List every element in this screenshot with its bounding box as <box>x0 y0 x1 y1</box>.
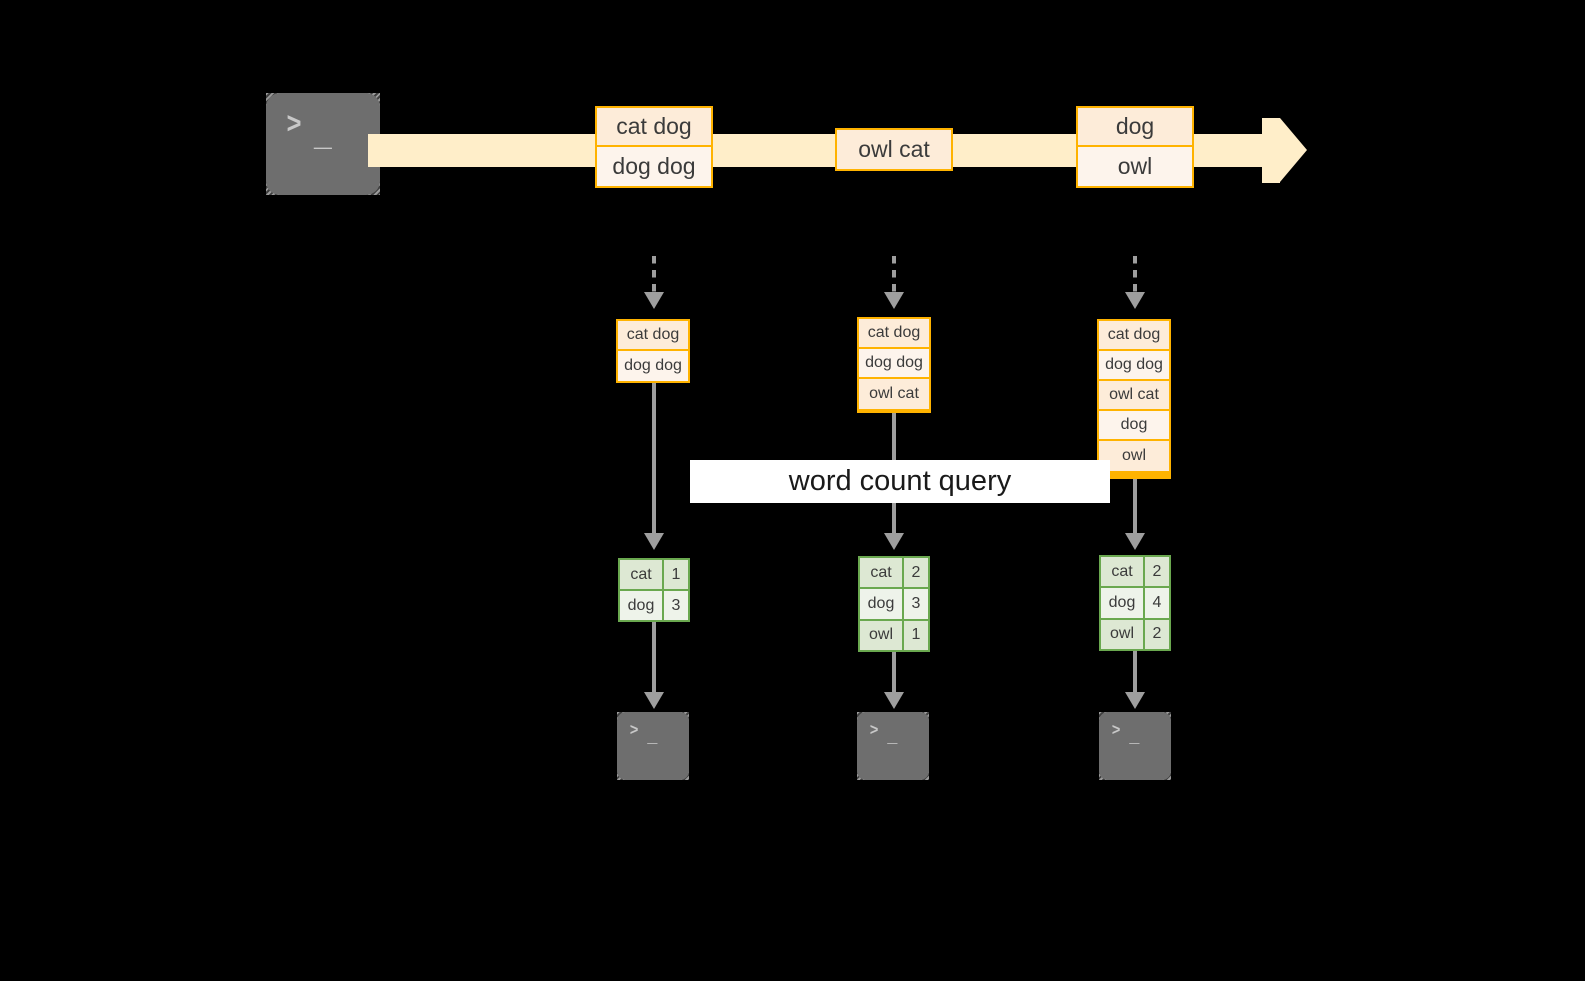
sink-terminal-icon-2: > _ <box>857 712 929 780</box>
stream-arrowhead <box>1280 118 1307 182</box>
accumulated-record: owl cat <box>859 379 929 409</box>
ingest-arrowhead-2 <box>884 292 904 309</box>
sink-arrowhead-2 <box>884 692 904 709</box>
query-connector-3 <box>1133 479 1137 535</box>
accumulated-record: owl <box>1099 441 1169 471</box>
terminal-prompt-glyph: > <box>286 109 303 144</box>
accumulated-record: cat dog <box>618 321 688 351</box>
count-word: dog <box>860 589 904 619</box>
accumulated-record: cat dog <box>1099 321 1169 351</box>
count-word: dog <box>1101 588 1145 618</box>
count-word: cat <box>620 560 664 589</box>
stream-record: dog <box>1078 108 1192 147</box>
query-label: word count query <box>690 460 1110 503</box>
count-value: 1 <box>904 620 928 650</box>
accumulated-record: dog dog <box>859 349 929 379</box>
count-value: 3 <box>664 591 688 620</box>
count-value: 4 <box>1145 588 1169 618</box>
terminal-screen: > _ <box>1099 712 1171 780</box>
sink-connector-2 <box>892 652 896 694</box>
table-row: dog 4 <box>1101 588 1169 620</box>
stream-record: owl <box>1078 147 1192 186</box>
accumulated-records-2: cat dog dog dog owl cat <box>857 317 931 413</box>
stream-group-3: dog owl <box>1076 106 1194 188</box>
stream-record: dog dog <box>597 147 711 186</box>
query-connector-1 <box>652 383 656 535</box>
ingest-connector-3 <box>1133 256 1137 294</box>
terminal-prompt-glyph: > <box>869 721 878 741</box>
count-word: dog <box>620 591 664 620</box>
stream-record: cat dog <box>597 108 711 147</box>
count-value: 3 <box>904 589 928 619</box>
table-row: cat 1 <box>620 560 688 591</box>
sink-terminal-icon-1: > _ <box>617 712 689 780</box>
source-terminal-icon: > _ <box>266 93 380 195</box>
terminal-screen: > _ <box>266 93 380 195</box>
count-value: 2 <box>904 558 928 588</box>
terminal-screen: > _ <box>617 712 689 780</box>
terminal-prompt-glyph: > <box>629 721 638 741</box>
table-row: owl 1 <box>860 620 928 650</box>
count-word: owl <box>860 620 904 650</box>
accumulated-records-1: cat dog dog dog <box>616 319 690 383</box>
stream-group-2: owl cat <box>835 128 953 171</box>
count-table-1: cat 1 dog 3 <box>618 558 690 622</box>
query-arrowhead-3 <box>1125 533 1145 550</box>
accumulated-record: owl cat <box>1099 381 1169 411</box>
ingest-arrowhead-1 <box>644 292 664 309</box>
count-value: 2 <box>1145 557 1169 587</box>
count-table-2: cat 2 dog 3 owl 1 <box>858 556 930 652</box>
terminal-prompt-glyph: > <box>1111 721 1120 741</box>
terminal-cursor-glyph: _ <box>647 728 658 748</box>
table-row: dog 3 <box>860 589 928 621</box>
count-value: 2 <box>1145 619 1169 649</box>
sink-terminal-icon-3: > _ <box>1099 712 1171 780</box>
stream-arrow-shoulder <box>1262 118 1280 183</box>
query-arrowhead-1 <box>644 533 664 550</box>
count-table-3: cat 2 dog 4 owl 2 <box>1099 555 1171 651</box>
ingest-connector-2 <box>892 256 896 294</box>
accumulated-record: cat dog <box>859 319 929 349</box>
terminal-screen: > _ <box>857 712 929 780</box>
accumulated-records-3: cat dog dog dog owl cat dog owl <box>1097 319 1171 479</box>
count-word: cat <box>1101 557 1145 587</box>
accumulated-record: dog <box>1099 411 1169 441</box>
table-row: cat 2 <box>860 558 928 590</box>
sink-arrowhead-1 <box>644 692 664 709</box>
stream-group-1: cat dog dog dog <box>595 106 713 188</box>
table-row: owl 2 <box>1101 619 1169 649</box>
ingest-arrowhead-3 <box>1125 292 1145 309</box>
query-arrowhead-2 <box>884 533 904 550</box>
terminal-cursor-glyph: _ <box>1129 728 1140 748</box>
count-value: 1 <box>664 560 688 589</box>
count-word: owl <box>1101 619 1145 649</box>
table-row: dog 3 <box>620 591 688 620</box>
accumulated-record: dog dog <box>1099 351 1169 381</box>
table-row: cat 2 <box>1101 557 1169 589</box>
terminal-cursor-glyph: _ <box>887 728 898 748</box>
accumulated-record: dog dog <box>618 351 688 381</box>
sink-arrowhead-3 <box>1125 692 1145 709</box>
stream-record: owl cat <box>837 130 951 169</box>
terminal-cursor-glyph: _ <box>313 121 332 156</box>
sink-connector-1 <box>652 622 656 694</box>
sink-connector-3 <box>1133 651 1137 694</box>
count-word: cat <box>860 558 904 588</box>
ingest-connector-1 <box>652 256 656 294</box>
